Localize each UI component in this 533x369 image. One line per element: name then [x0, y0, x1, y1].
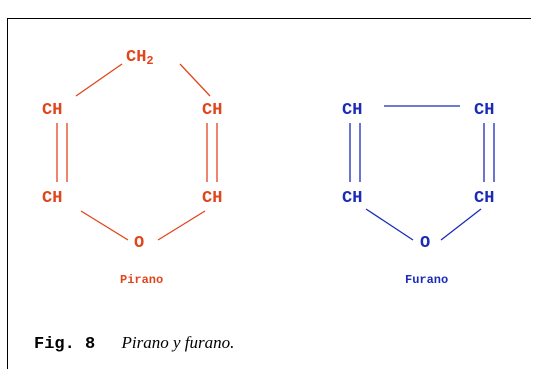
figure-caption-text: Pirano y furano.	[121, 333, 235, 352]
furan-bond-left-o	[365, 208, 414, 241]
pyran-ch2-atom: CH2	[126, 48, 154, 68]
pyran-bond-ch2-left	[75, 63, 123, 97]
figure-number: Fig. 8	[34, 335, 96, 354]
pyran-bond-ch2-right	[179, 63, 211, 97]
figure-caption: Fig. 8 Pirano y furano.	[34, 334, 234, 353]
figure-frame	[7, 18, 531, 369]
furan-ch-upper-right: CH	[474, 101, 495, 120]
furan-ch-lower-right: CH	[474, 189, 495, 208]
pyran-name-label: Pirano	[120, 273, 164, 287]
furan-bonds	[349, 105, 495, 241]
pyran-ch-upper-right: CH	[202, 101, 223, 120]
pyran-ch-upper-left: CH	[42, 101, 63, 120]
furan-oxygen-atom: O	[420, 234, 431, 253]
pyran-bond-right-o	[157, 210, 206, 241]
pyran-ch-lower-left: CH	[42, 189, 63, 208]
pyran-oxygen-atom: O	[134, 234, 145, 253]
pyran-ch-lower-right: CH	[202, 189, 223, 208]
furan-ch-upper-left: CH	[342, 101, 363, 120]
pyran-bond-left-o	[80, 210, 129, 241]
furan-name-label: Furano	[405, 273, 449, 287]
furan-bond-right-o	[440, 208, 482, 241]
furan-ch-lower-left: CH	[342, 189, 363, 208]
pyran-bonds	[56, 63, 218, 241]
